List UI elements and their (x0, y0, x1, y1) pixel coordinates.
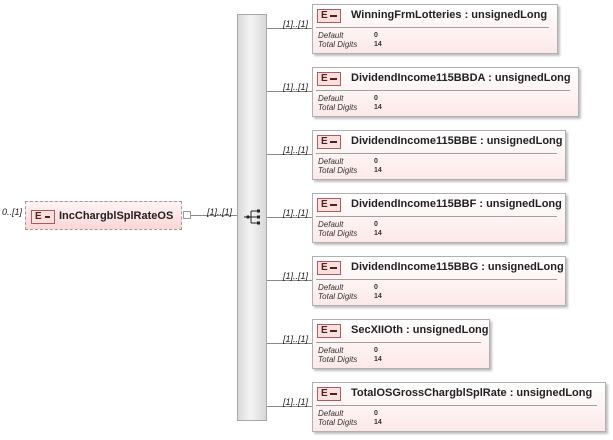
child-multiplicity: [1]..[1] (283, 334, 309, 344)
element-icon: E (317, 198, 341, 212)
connector-child (267, 280, 312, 281)
element-badge-letter: E (321, 10, 328, 21)
total-digits-label: Total Digits (318, 40, 358, 49)
default-label: Default (318, 409, 344, 418)
total-digits-label: Total Digits (318, 229, 358, 238)
child-multiplicity: [1]..[1] (283, 82, 309, 92)
child-element-label: DividendIncome115BBDA : unsignedLong (351, 72, 571, 84)
total-digits-value: 14 (374, 104, 382, 111)
separator (316, 279, 557, 280)
separator (316, 342, 481, 343)
element-badge-letter: E (321, 388, 328, 399)
separator (316, 405, 597, 406)
element-icon: E (317, 72, 341, 86)
element-badge-letter: E (321, 73, 328, 84)
default-label: Default (318, 31, 344, 40)
element-badge-letter: E (321, 262, 328, 273)
child-element-label: DividendIncome115BBF : unsignedLong (351, 198, 562, 210)
child-multiplicity: [1]..[1] (283, 208, 309, 218)
total-digits-value: 14 (374, 293, 382, 300)
root-element-box[interactable]: E IncChargblSplRateOS (25, 201, 182, 230)
connector-child (267, 217, 312, 218)
default-label: Default (318, 220, 344, 229)
child-multiplicity: [1]..[1] (283, 397, 309, 407)
connector-child (267, 154, 312, 155)
total-digits-value: 14 (374, 419, 382, 426)
element-icon: E (317, 261, 341, 275)
child-element-label: DividendIncome115BBE : unsignedLong (351, 135, 563, 147)
child-element-label: DividendIncome115BBG : unsignedLong (351, 261, 564, 273)
default-value: 0 (374, 158, 378, 165)
total-digits-value: 14 (374, 167, 382, 174)
default-value: 0 (374, 221, 378, 228)
sequence-multiplicity: [1]..[1] (207, 207, 233, 217)
child-multiplicity: [1]..[1] (283, 145, 309, 155)
total-digits-label: Total Digits (318, 103, 358, 112)
total-digits-label: Total Digits (318, 418, 358, 427)
element-icon: E (317, 324, 341, 338)
child-multiplicity: [1]..[1] (283, 271, 309, 281)
element-icon: E (31, 210, 55, 224)
connector-root-sequence (191, 215, 238, 216)
default-value: 0 (374, 284, 378, 291)
element-badge-letter: E (321, 136, 328, 147)
element-badge-letter: E (35, 211, 42, 222)
child-element-label: TotalOSGrossChargblSplRate : unsignedLon… (351, 387, 593, 399)
element-badge-letter: E (321, 199, 328, 210)
default-label: Default (318, 283, 344, 292)
element-icon: E (317, 135, 341, 149)
connector-child (267, 343, 312, 344)
default-value: 0 (374, 95, 378, 102)
child-element-label: SecXIIOth : unsignedLong (351, 324, 489, 336)
element-icon: E (317, 387, 341, 401)
separator (316, 153, 557, 154)
separator (316, 216, 557, 217)
default-value: 0 (374, 410, 378, 417)
separator (316, 90, 570, 91)
total-digits-label: Total Digits (318, 166, 358, 175)
default-label: Default (318, 157, 344, 166)
child-element-label: WinningFrmLotteries : unsignedLong (351, 9, 548, 21)
total-digits-label: Total Digits (318, 355, 358, 364)
default-value: 0 (374, 32, 378, 39)
total-digits-value: 14 (374, 230, 382, 237)
child-element-box[interactable]: E TotalOSGrossChargblSplRate : unsignedLo… (312, 382, 606, 432)
sequence-icon (244, 209, 260, 225)
connector-child (267, 28, 312, 29)
default-label: Default (318, 94, 344, 103)
expand-toggle[interactable] (183, 211, 191, 219)
total-digits-value: 14 (374, 356, 382, 363)
separator (316, 27, 549, 28)
default-value: 0 (374, 347, 378, 354)
total-digits-value: 14 (374, 41, 382, 48)
total-digits-label: Total Digits (318, 292, 358, 301)
root-multiplicity: 0..[1] (2, 207, 23, 217)
element-icon: E (317, 9, 341, 23)
root-element-label: IncChargblSplRateOS (59, 210, 174, 222)
connector-child (267, 406, 312, 407)
element-badge-letter: E (321, 325, 328, 336)
connector-child (267, 91, 312, 92)
child-multiplicity: [1]..[1] (283, 19, 309, 29)
default-label: Default (318, 346, 344, 355)
